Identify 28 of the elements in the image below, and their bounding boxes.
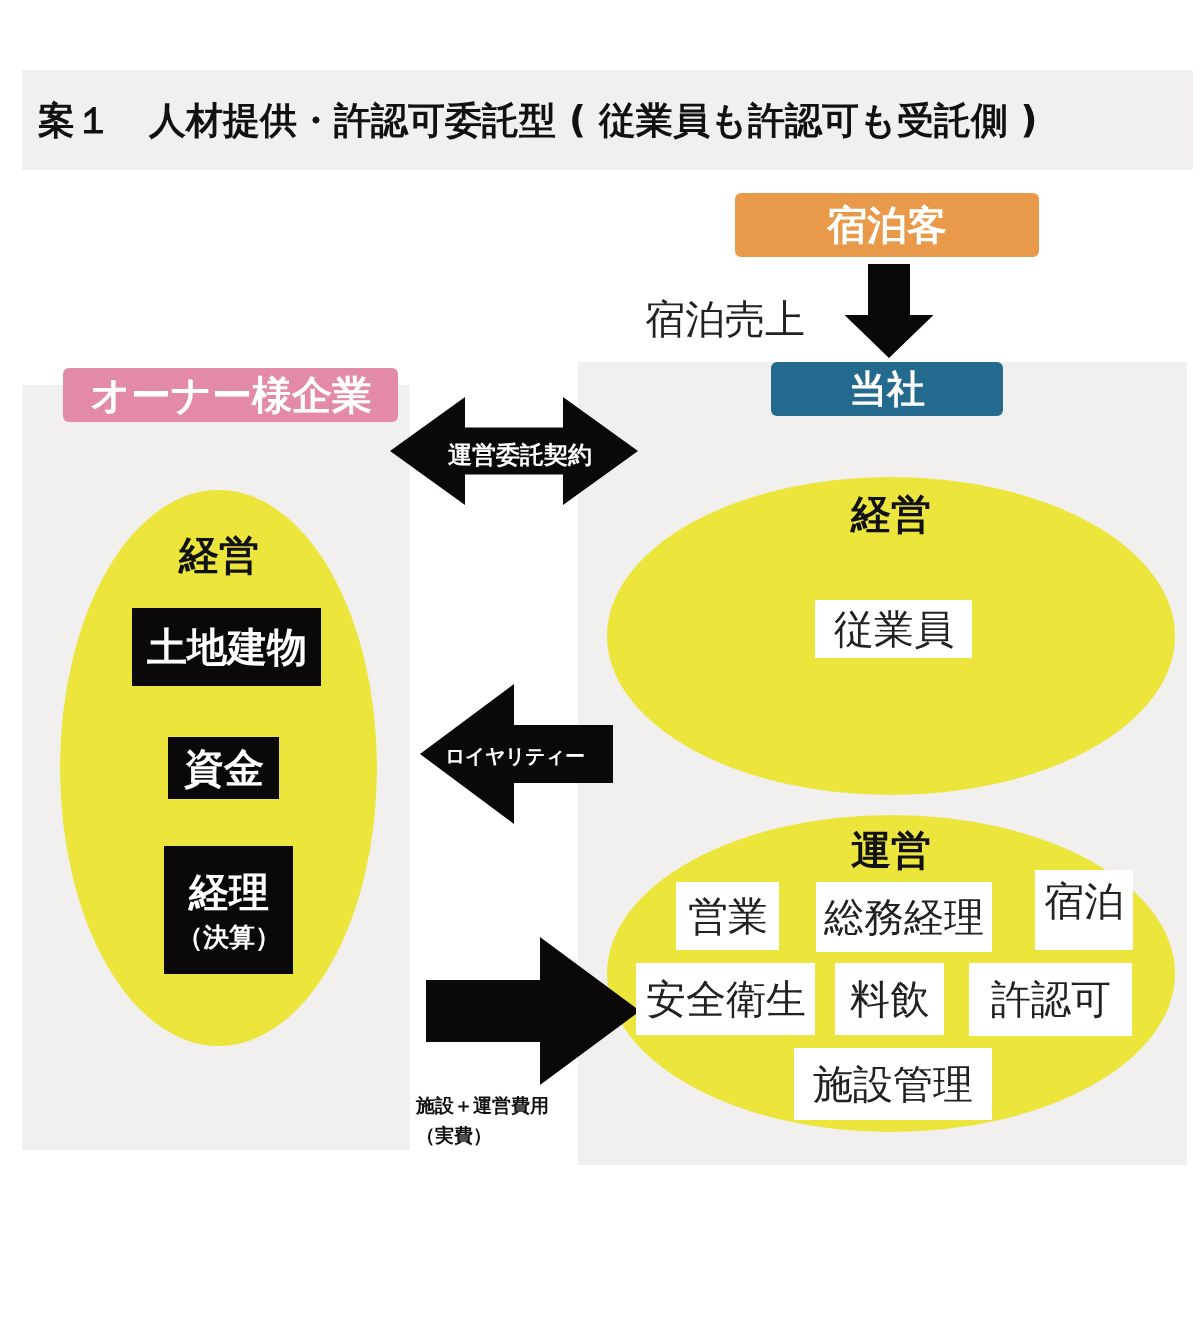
heading: 経営 — [849, 490, 932, 539]
box — [164, 846, 293, 974]
edge-label: ロイヤリティー — [444, 743, 586, 770]
heading: 経営 — [177, 531, 260, 580]
text-box: 宿泊 — [1035, 870, 1133, 950]
text-box: 許認可 — [969, 963, 1132, 1036]
text-box: 従業員 — [815, 600, 972, 658]
text-box: 料飲 — [835, 963, 944, 1035]
edge-label: 運営委託契約 — [447, 440, 593, 471]
edge-label: 宿泊売上 — [645, 295, 806, 344]
text-box: 営業 — [676, 882, 779, 950]
text-box: 総務経理 — [816, 882, 992, 952]
block-arrow — [844, 264, 934, 358]
title: 案１ 人材提供・許認可委託型 ( 従業員も許認可も受託側 ) — [38, 98, 1038, 144]
block-arrow — [420, 684, 613, 824]
text-box: 安全衛生 — [636, 963, 815, 1035]
heading-box: 当社 — [771, 362, 1003, 416]
box-title: 経理 — [188, 868, 269, 917]
text-box: 施設管理 — [794, 1048, 992, 1120]
heading: 運営 — [850, 826, 932, 875]
edge-label: 施設＋運営費用（実費） — [416, 1093, 550, 1149]
heading-box: 宿泊客 — [735, 193, 1039, 257]
heading-box: オーナー様企業 — [63, 368, 398, 422]
block-arrow — [390, 397, 638, 505]
text-box: 資金 — [168, 737, 279, 799]
box-note: （決算） — [176, 921, 281, 954]
panel — [22, 368, 410, 1150]
text-box: 土地建物 — [132, 608, 321, 686]
